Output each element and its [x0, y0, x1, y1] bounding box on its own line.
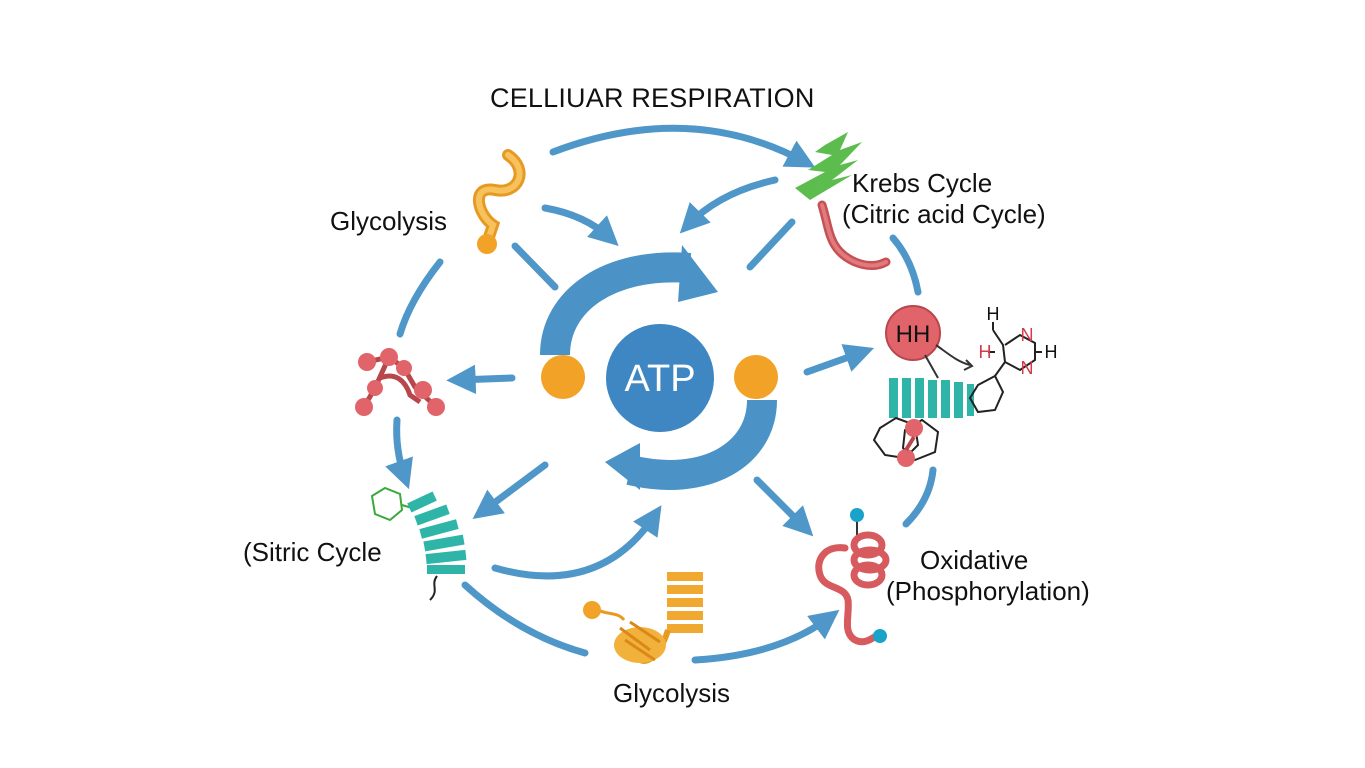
arrow-krebs-to-molecule	[889, 234, 922, 296]
arrow-sitric-to-bottom-center	[491, 505, 662, 580]
arrow-krebs-to-center	[679, 176, 779, 234]
atp-label: ATP	[624, 358, 696, 400]
sitric-coil-icon	[370, 486, 467, 601]
label-oxidative-phosphorylation: Oxidative (Phosphorylation)	[886, 545, 1090, 607]
label-krebs-line1: Krebs Cycle	[852, 168, 993, 198]
orange-ball-left	[541, 355, 585, 399]
outer-cycle-arrows	[385, 124, 937, 664]
atp-lower-arrowhead	[605, 443, 640, 490]
line-glycolysis-diagonal	[511, 242, 559, 291]
oxidative-coil-icon	[815, 508, 890, 646]
inner-arrows	[446, 176, 875, 580]
glycolysis-coil-icon	[583, 572, 703, 664]
atom-h-red: H	[979, 342, 992, 362]
arrow-bottom-to-oxidative	[691, 609, 840, 664]
arrow-center-to-molecule	[803, 344, 875, 376]
arrow-glycolysis-to-center	[541, 204, 619, 246]
atom-n-bottom: N	[1021, 358, 1034, 378]
arrow-sitric-to-bottom	[461, 581, 589, 657]
red-molecule-icon	[355, 348, 445, 416]
arrow-glycolysis-to-red	[396, 258, 444, 338]
atom-n-top: N	[1021, 325, 1034, 345]
diagram-title: CELLIUAR RESPIRATION	[490, 83, 815, 113]
arrow-center-to-red	[446, 364, 516, 395]
molecule-bead-label: HH	[896, 321, 931, 348]
label-glycolysis-left: Glycolysis	[330, 206, 448, 236]
orange-ball-right	[734, 355, 778, 399]
atp-upper-arrowhead	[678, 245, 718, 302]
atp-upper-arrow	[540, 252, 692, 356]
label-krebs-cycle: Krebs Cycle (Citric acid Cycle)	[842, 168, 1046, 230]
arrow-center-to-oxidative	[753, 476, 814, 537]
atp-cycle-arrows	[540, 245, 777, 490]
arrow-molecule-to-oxidative	[902, 466, 937, 528]
krebs-helix-icon	[795, 132, 891, 271]
atp-lower-arrow	[626, 399, 777, 490]
label-sitric-cycle: (Sitric Cycle	[243, 537, 382, 567]
label-krebs-line2: (Citric acid Cycle)	[842, 199, 1046, 230]
atom-h-right: H	[1045, 342, 1058, 362]
arrow-center-to-sitric	[472, 461, 549, 520]
label-glycolysis-bottom: Glycolysis	[613, 678, 731, 708]
line-krebs-diagonal	[746, 218, 796, 271]
label-oxidative-line2: (Phosphorylation)	[886, 576, 1090, 607]
atp-circle	[606, 324, 714, 432]
label-oxidative-line1: Oxidative	[920, 545, 1029, 575]
glycolysis-molecule-icon	[472, 149, 526, 254]
arrow-red-to-sitric	[385, 416, 413, 490]
atom-h-top: H	[987, 304, 1000, 324]
complex-molecule-icon: HH H H N H N	[872, 304, 1058, 467]
arrow-title-to-krebs	[549, 124, 816, 168]
